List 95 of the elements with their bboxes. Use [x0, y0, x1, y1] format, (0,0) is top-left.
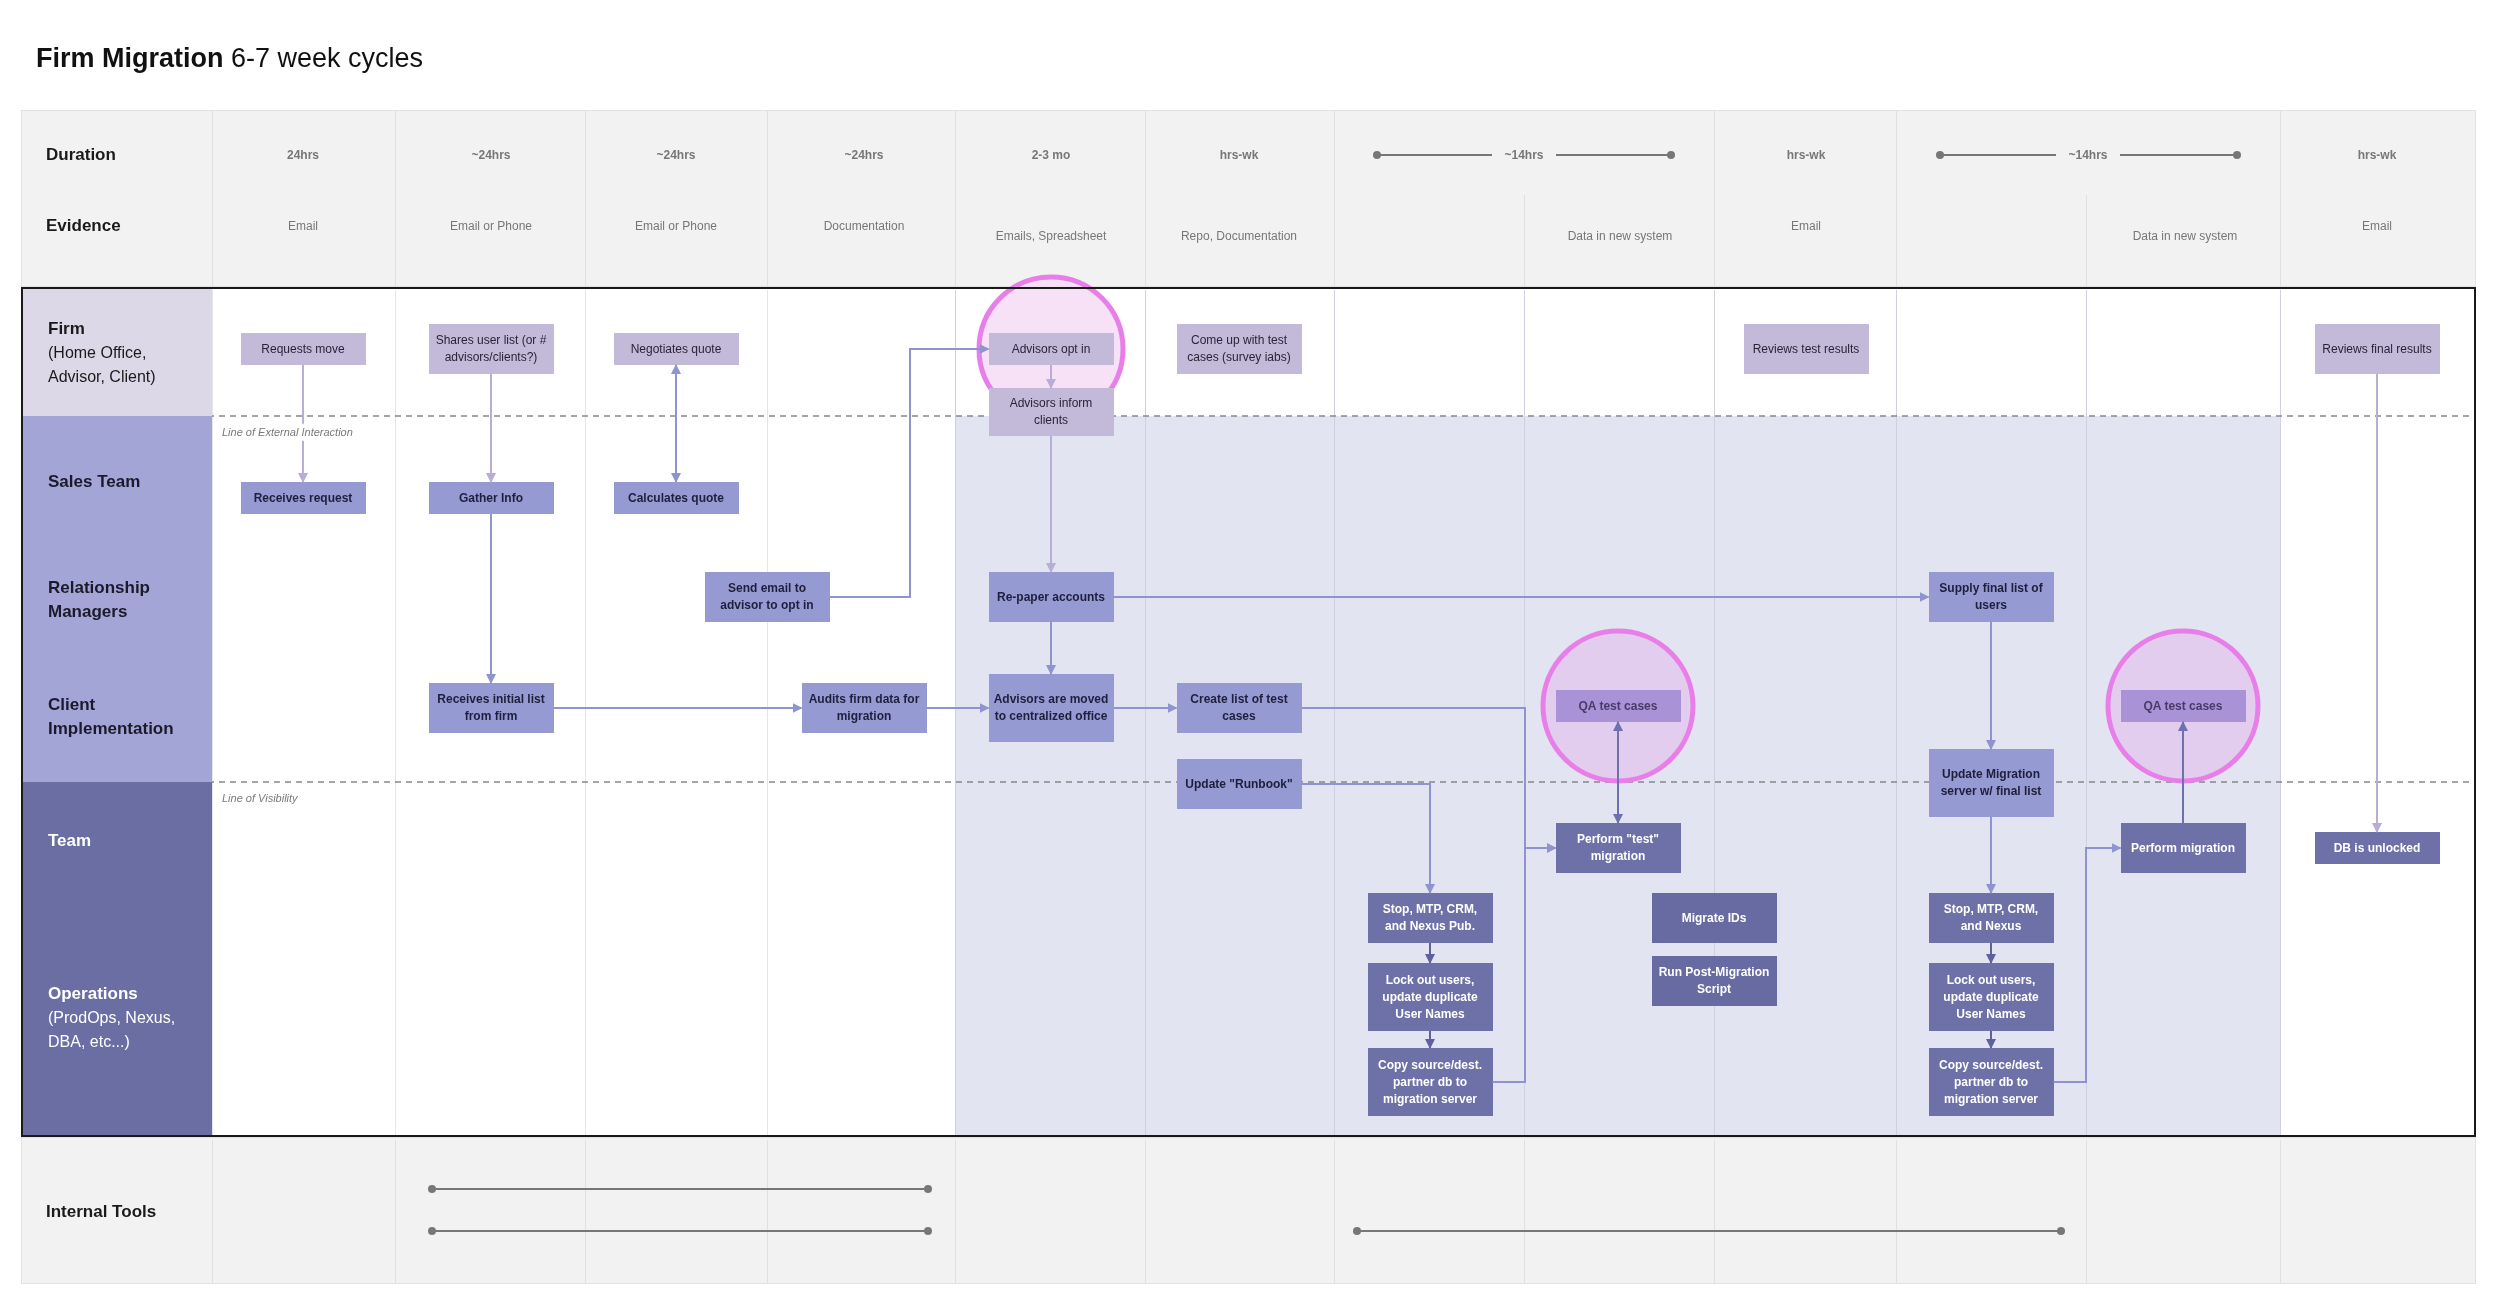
- process-box: Lock out users, update duplicate User Names: [1928, 963, 2054, 1031]
- arrow: [1112, 703, 1178, 713]
- arrow: [1986, 816, 1996, 894]
- process-box: Reviews final results: [2314, 324, 2440, 374]
- process-box: Calculates quote: [613, 482, 739, 514]
- duration-text: 24hrs: [287, 147, 319, 164]
- lane-title: Client Implementation: [48, 694, 175, 740]
- arrow: [925, 703, 990, 713]
- process-box: Copy source/dest. partner db to migration server: [1928, 1048, 2054, 1116]
- line-label: Line of External Interaction: [220, 423, 355, 441]
- lane-title: Operations: [48, 982, 139, 1005]
- lane-header: [23, 652, 212, 782]
- arrow: [1425, 1030, 1435, 1049]
- process-box: Negotiates quote: [613, 333, 739, 365]
- process-box: Update "Runbook": [1176, 759, 1302, 809]
- arrow: [486, 373, 496, 483]
- duration-text: 2-3 mo: [1031, 147, 1071, 164]
- arrow: [1986, 1030, 1996, 1049]
- process-box: Perform migration: [2120, 823, 2246, 873]
- process-box: Requests move: [240, 333, 366, 365]
- process-box: Migrate IDs: [1651, 893, 1777, 943]
- lane-title: Sales Team: [48, 470, 142, 493]
- duration-text: ~24hrs: [656, 147, 696, 164]
- lane-title: Relationship Managers: [48, 576, 151, 623]
- process-box: Advisors are moved to centralized office: [988, 674, 1114, 742]
- duration-text: ~14hrs: [2068, 147, 2108, 164]
- process-box: Reviews test results: [1743, 324, 1869, 374]
- process-box: Create list of test cases: [1176, 683, 1302, 733]
- process-box: Come up with test cases (survey iabs): [1176, 324, 1302, 374]
- process-box: Send email to advisor to opt in: [704, 572, 830, 622]
- process-box: Re-paper accounts: [988, 572, 1114, 622]
- process-box: Stop, MTP, CRM, and Nexus Pub.: [1367, 893, 1493, 943]
- process-box: Copy source/dest. partner db to migration server: [1367, 1048, 1493, 1116]
- process-box: QA test cases: [1555, 690, 1681, 722]
- evidence-text: Data in new system: [1566, 227, 1674, 245]
- duration-text: hrs-wk: [1786, 147, 1826, 164]
- arrow: [1046, 621, 1056, 675]
- arrow: [2052, 843, 2122, 1083]
- evidence-text: Email or Phone: [448, 217, 533, 235]
- process-box: DB is unlocked: [2314, 832, 2440, 864]
- process-box: Run Post-Migration Script: [1651, 956, 1777, 1006]
- process-box: Update Migration server w/ final list: [1928, 749, 2054, 817]
- process-box: Perform "test" migration: [1555, 823, 1681, 873]
- arrow: [298, 364, 308, 483]
- evidence-text: Documentation: [822, 217, 906, 235]
- lane-header: [23, 416, 212, 547]
- duration-text: hrs-wk: [2357, 147, 2397, 164]
- arrow: [2372, 373, 2382, 833]
- process-box: Stop, MTP, CRM, and Nexus: [1928, 893, 2054, 943]
- arrow: [1613, 721, 1623, 824]
- arrow: [1491, 843, 1557, 1083]
- duration-text: ~14hrs: [1504, 147, 1544, 164]
- process-box: Shares user list (or # advisors/clients?): [428, 324, 554, 374]
- process-box: Receives request: [240, 482, 366, 514]
- process-box: Gather Info: [428, 482, 554, 514]
- evidence-text: Data in new system: [2131, 227, 2239, 245]
- arrow: [828, 344, 990, 598]
- duration-text: hrs-wk: [1219, 147, 1259, 164]
- process-box: QA test cases: [2120, 690, 2246, 722]
- evidence-text: Repo, Documentation: [1179, 227, 1299, 245]
- arrow: [1046, 435, 1056, 573]
- arrow: [671, 364, 681, 483]
- lane-header: [23, 289, 212, 416]
- diagram-title: Firm Migration 6-7 week cycles: [36, 42, 424, 75]
- process-box: Advisors opt in: [988, 333, 1114, 365]
- evidence-text: Emails, Spreadsheet: [994, 227, 1108, 245]
- process-box: Audits firm data for migration: [801, 683, 927, 733]
- evidence-text: Email: [2361, 217, 2393, 235]
- process-box: Advisors inform clients: [988, 388, 1114, 436]
- evidence-text: Email: [287, 217, 319, 235]
- process-box: Lock out users, update duplicate User Names: [1367, 963, 1493, 1031]
- duration-text: ~24hrs: [844, 147, 884, 164]
- evidence-text: Email or Phone: [633, 217, 718, 235]
- arrow: [1425, 942, 1435, 964]
- lane-subtitle: (Home Office, Advisor, Client): [48, 342, 157, 387]
- evidence-text: Email: [1790, 217, 1822, 235]
- row-heading: Duration: [46, 144, 116, 167]
- arrow: [1986, 621, 1996, 750]
- lane-subtitle: (ProdOps, Nexus, DBA, etc...): [48, 1007, 177, 1052]
- process-box: Receives initial list from firm: [428, 683, 554, 733]
- row-heading: Internal Tools: [46, 1201, 157, 1224]
- process-box: Supply final list of users: [1928, 572, 2054, 622]
- row-heading: Evidence: [46, 215, 121, 238]
- arrow: [1112, 592, 1930, 602]
- arrow: [1046, 364, 1056, 389]
- arrow: [1300, 783, 1435, 894]
- arrow: [486, 513, 496, 684]
- arrow: [1986, 942, 1996, 964]
- lane-header: [23, 900, 212, 1135]
- lane-title: Team: [48, 830, 93, 852]
- lane-title: Firm: [48, 317, 86, 340]
- arrow: [552, 703, 803, 713]
- duration-text: ~24hrs: [471, 147, 511, 164]
- arrow: [2178, 721, 2188, 824]
- lane-header: [23, 782, 212, 900]
